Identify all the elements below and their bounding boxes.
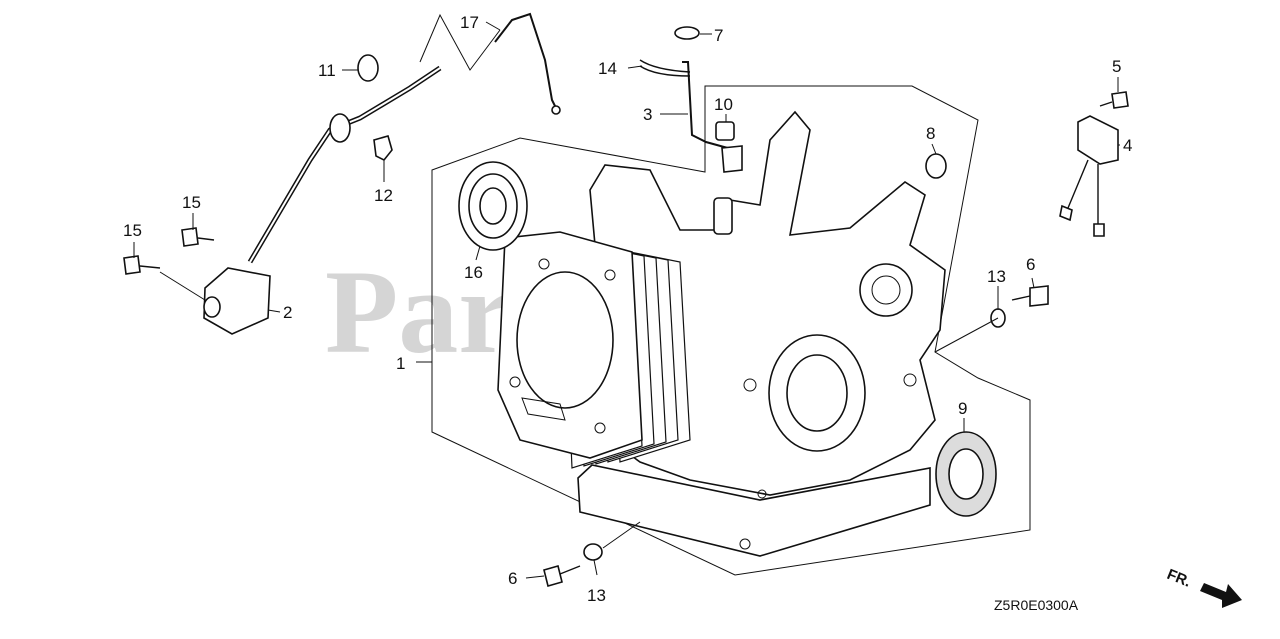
clip[interactable] <box>639 59 691 77</box>
washer[interactable] <box>583 543 603 561</box>
callout-13: 13 <box>987 267 1006 286</box>
callout-4: 4 <box>1123 136 1132 155</box>
callout-10: 10 <box>714 95 733 114</box>
wire-break-mark <box>419 13 501 71</box>
washer[interactable] <box>674 26 700 40</box>
callout-13: 13 <box>587 586 606 605</box>
diagram-code: Z5R0E0300A <box>994 597 1079 613</box>
callout-8: 8 <box>926 124 935 143</box>
cap[interactable] <box>715 121 735 141</box>
bolt[interactable] <box>181 227 215 247</box>
oil-seal[interactable] <box>935 431 997 517</box>
callout-9: 9 <box>958 399 967 418</box>
callout-14: 14 <box>598 59 617 78</box>
bolt[interactable] <box>1011 285 1049 307</box>
plug[interactable] <box>925 153 947 179</box>
cylinder[interactable] <box>497 231 691 469</box>
oil-alert-unit[interactable] <box>1059 115 1119 237</box>
nut[interactable] <box>373 135 393 162</box>
bolt[interactable] <box>1099 91 1129 109</box>
callout-15: 15 <box>182 193 201 212</box>
o-ring[interactable] <box>357 54 379 82</box>
dipstick-tube[interactable] <box>682 61 743 173</box>
callout-3: 3 <box>643 105 652 124</box>
callout-12: 12 <box>374 186 393 205</box>
callout-7: 7 <box>714 26 723 45</box>
callout-11: 11 <box>318 61 336 80</box>
arrow-icon <box>1200 583 1242 608</box>
callout-1: 1 <box>396 354 405 373</box>
bearing[interactable] <box>458 161 528 251</box>
callout-6: 6 <box>1026 255 1035 274</box>
callout-16: 16 <box>464 263 483 282</box>
bolt[interactable] <box>123 255 161 275</box>
direction-label: FR. <box>1165 566 1194 591</box>
callout-2: 2 <box>283 303 292 322</box>
callout-17: 17 <box>460 13 479 32</box>
callout-6: 6 <box>508 569 517 588</box>
callout-15: 15 <box>123 221 142 240</box>
leader-lines <box>133 21 1120 579</box>
bolt[interactable] <box>543 565 581 587</box>
callout-5: 5 <box>1112 57 1121 76</box>
ground-wire[interactable] <box>494 12 557 109</box>
oil-level-sensor[interactable] <box>203 65 442 335</box>
front-direction-indicator: FR. <box>1165 566 1242 608</box>
